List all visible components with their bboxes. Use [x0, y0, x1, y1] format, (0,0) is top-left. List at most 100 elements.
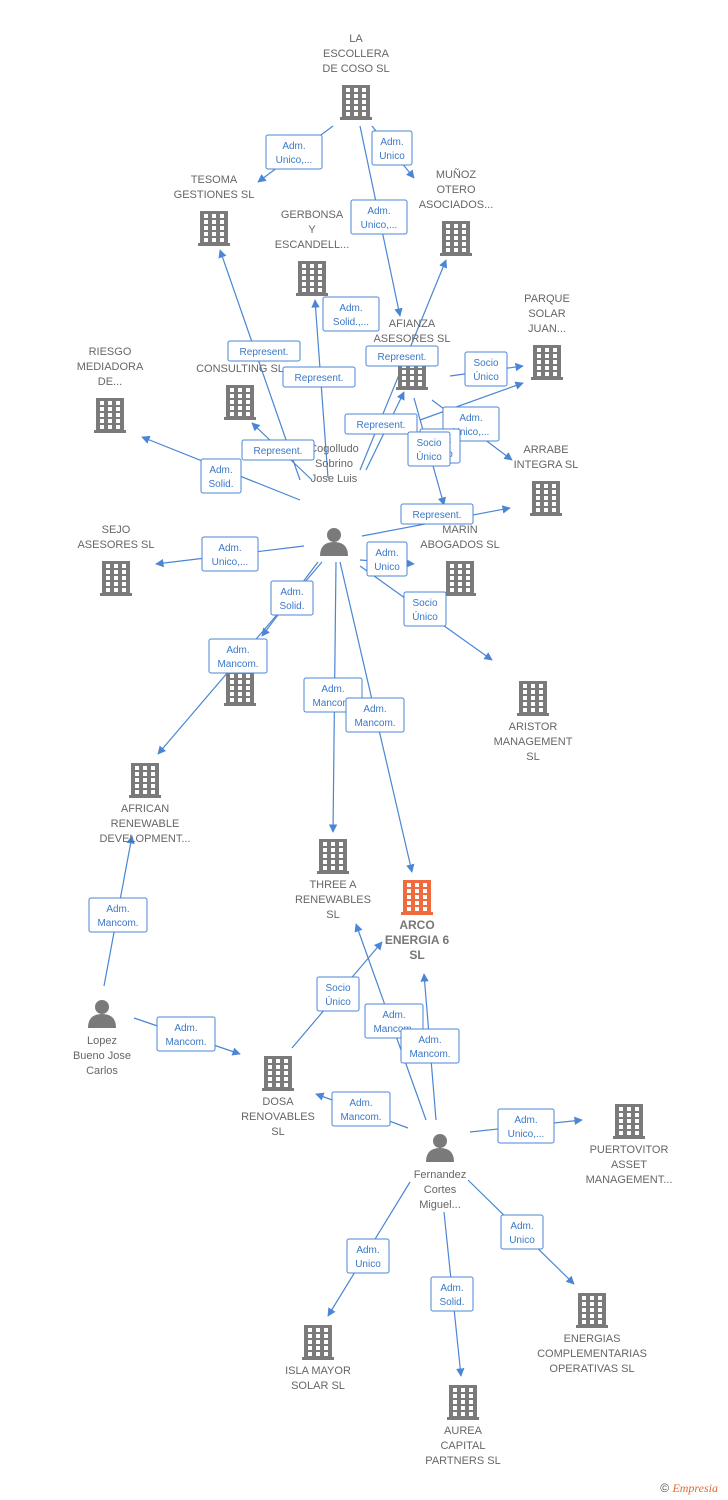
role-label[interactable]: Adm.Solid.	[430, 1276, 474, 1312]
role-label-box	[497, 1108, 555, 1144]
role-label-box	[403, 591, 447, 627]
role-label-text: Adm.	[339, 303, 362, 314]
role-label-box	[88, 897, 148, 933]
role-label[interactable]: Adm.Unico	[346, 1238, 390, 1274]
node-label: Fernandez	[414, 1169, 467, 1181]
node-label: Jose Luis	[311, 473, 358, 485]
node-label: MUÑOZ	[436, 168, 477, 181]
role-label-text: Mancom.	[217, 659, 258, 670]
role-label-text: Único	[416, 450, 442, 463]
node-label: MANAGEMENT...	[586, 1174, 673, 1186]
role-label-box	[407, 431, 451, 467]
node-label: OTERO	[436, 184, 476, 196]
role-label-text: Unico	[379, 151, 405, 162]
building-icon	[129, 763, 161, 798]
role-label-box	[316, 976, 360, 1012]
role-label[interactable]: Represent.	[344, 413, 418, 435]
node-gerbonsa[interactable]: GERBONSAYESCANDELL...	[275, 209, 350, 296]
role-label-text: Mancom.	[97, 918, 138, 929]
node-label: ARCO	[399, 918, 434, 932]
role-label-text: Adm.	[459, 413, 482, 424]
building-icon	[262, 1056, 294, 1091]
role-label[interactable]: Adm.Unico	[500, 1214, 544, 1250]
node-riesgo[interactable]: RIESGOMEDIADORADE...	[77, 346, 144, 433]
role-label[interactable]: Adm.Mancom.	[400, 1028, 460, 1064]
role-label[interactable]: Adm.Mancom.	[331, 1091, 391, 1127]
building-icon	[530, 481, 562, 516]
role-label-text: Adm.	[349, 1098, 372, 1109]
node-label: ASESORES SL	[373, 333, 450, 345]
role-label[interactable]: Adm.Solid.,...	[322, 296, 380, 332]
node-label: SL	[409, 948, 424, 962]
role-label[interactable]: Adm.Unico,...	[201, 536, 259, 572]
role-label[interactable]: Represent.	[400, 503, 474, 525]
node-munoz[interactable]: MUÑOZOTEROASOCIADOS...	[419, 168, 494, 256]
role-label-text: Mancom.	[312, 698, 353, 709]
node-label: SL	[326, 909, 339, 921]
role-label-text: Unico,...	[361, 220, 398, 231]
node-label: RIESGO	[89, 346, 132, 358]
role-label[interactable]: Represent.	[227, 340, 301, 362]
role-label-text: Unico,...	[276, 155, 313, 166]
role-label[interactable]: Adm.Unico,...	[497, 1108, 555, 1144]
role-label[interactable]: Adm.Unico,...	[350, 199, 408, 235]
person-icon	[88, 1000, 116, 1028]
role-label-text: Represent.	[413, 510, 462, 521]
role-label[interactable]: Adm.Unico	[366, 541, 408, 577]
role-label-text: Adm.	[375, 548, 398, 559]
role-label[interactable]: Represent.	[241, 439, 315, 461]
node-label: PARQUE	[524, 293, 570, 305]
node-fernandez[interactable]: FernandezCortesMiguel...	[414, 1134, 467, 1211]
role-label[interactable]: Adm.Unico	[371, 130, 413, 166]
role-label[interactable]: Adm.Mancom.	[88, 897, 148, 933]
role-label-box	[371, 130, 413, 166]
building-icon	[224, 671, 256, 706]
node-label: DE COSO SL	[322, 63, 389, 75]
building-icon	[94, 398, 126, 433]
node-parque_solar[interactable]: PARQUESOLARJUAN...	[524, 293, 570, 380]
role-label[interactable]: Adm.Mancom.	[345, 697, 405, 733]
role-label-text: Represent.	[357, 420, 406, 431]
role-label-text: Represent.	[378, 352, 427, 363]
node-label: JUAN...	[528, 323, 566, 335]
role-label[interactable]: Adm.Mancom.	[208, 638, 268, 674]
role-label-text: Solid.	[439, 1297, 464, 1308]
node-label: DOSA	[262, 1096, 294, 1108]
node-label: INTEGRA SL	[514, 459, 579, 471]
node-label: PARTNERS SL	[425, 1455, 500, 1467]
node-other_mid[interactable]	[224, 671, 256, 706]
brand-logo[interactable]: Empresia	[672, 1481, 718, 1495]
node-marin[interactable]: EMARINABOGADOS SL	[420, 509, 500, 596]
building-icon	[224, 385, 256, 420]
role-label[interactable]: Represent.	[282, 366, 356, 388]
role-label[interactable]: Adm.Mancom.	[156, 1016, 216, 1052]
role-label[interactable]: Represent.	[365, 345, 439, 367]
role-label[interactable]: Adm.Solid.	[200, 458, 242, 494]
role-label[interactable]: Adm.Unico,...	[265, 134, 323, 170]
role-label[interactable]: Adm.Solid.	[270, 580, 314, 616]
node-puertovitor[interactable]: PUERTOVITORASSETMANAGEMENT...	[586, 1104, 673, 1186]
building-icon	[198, 211, 230, 246]
node-african[interactable]: AFRICANRENEWABLEDEVELOPMENT...	[99, 763, 191, 845]
role-label-box	[200, 458, 242, 494]
node-label: CAPITAL	[440, 1440, 485, 1452]
role-label-text: Adm.	[209, 465, 232, 476]
